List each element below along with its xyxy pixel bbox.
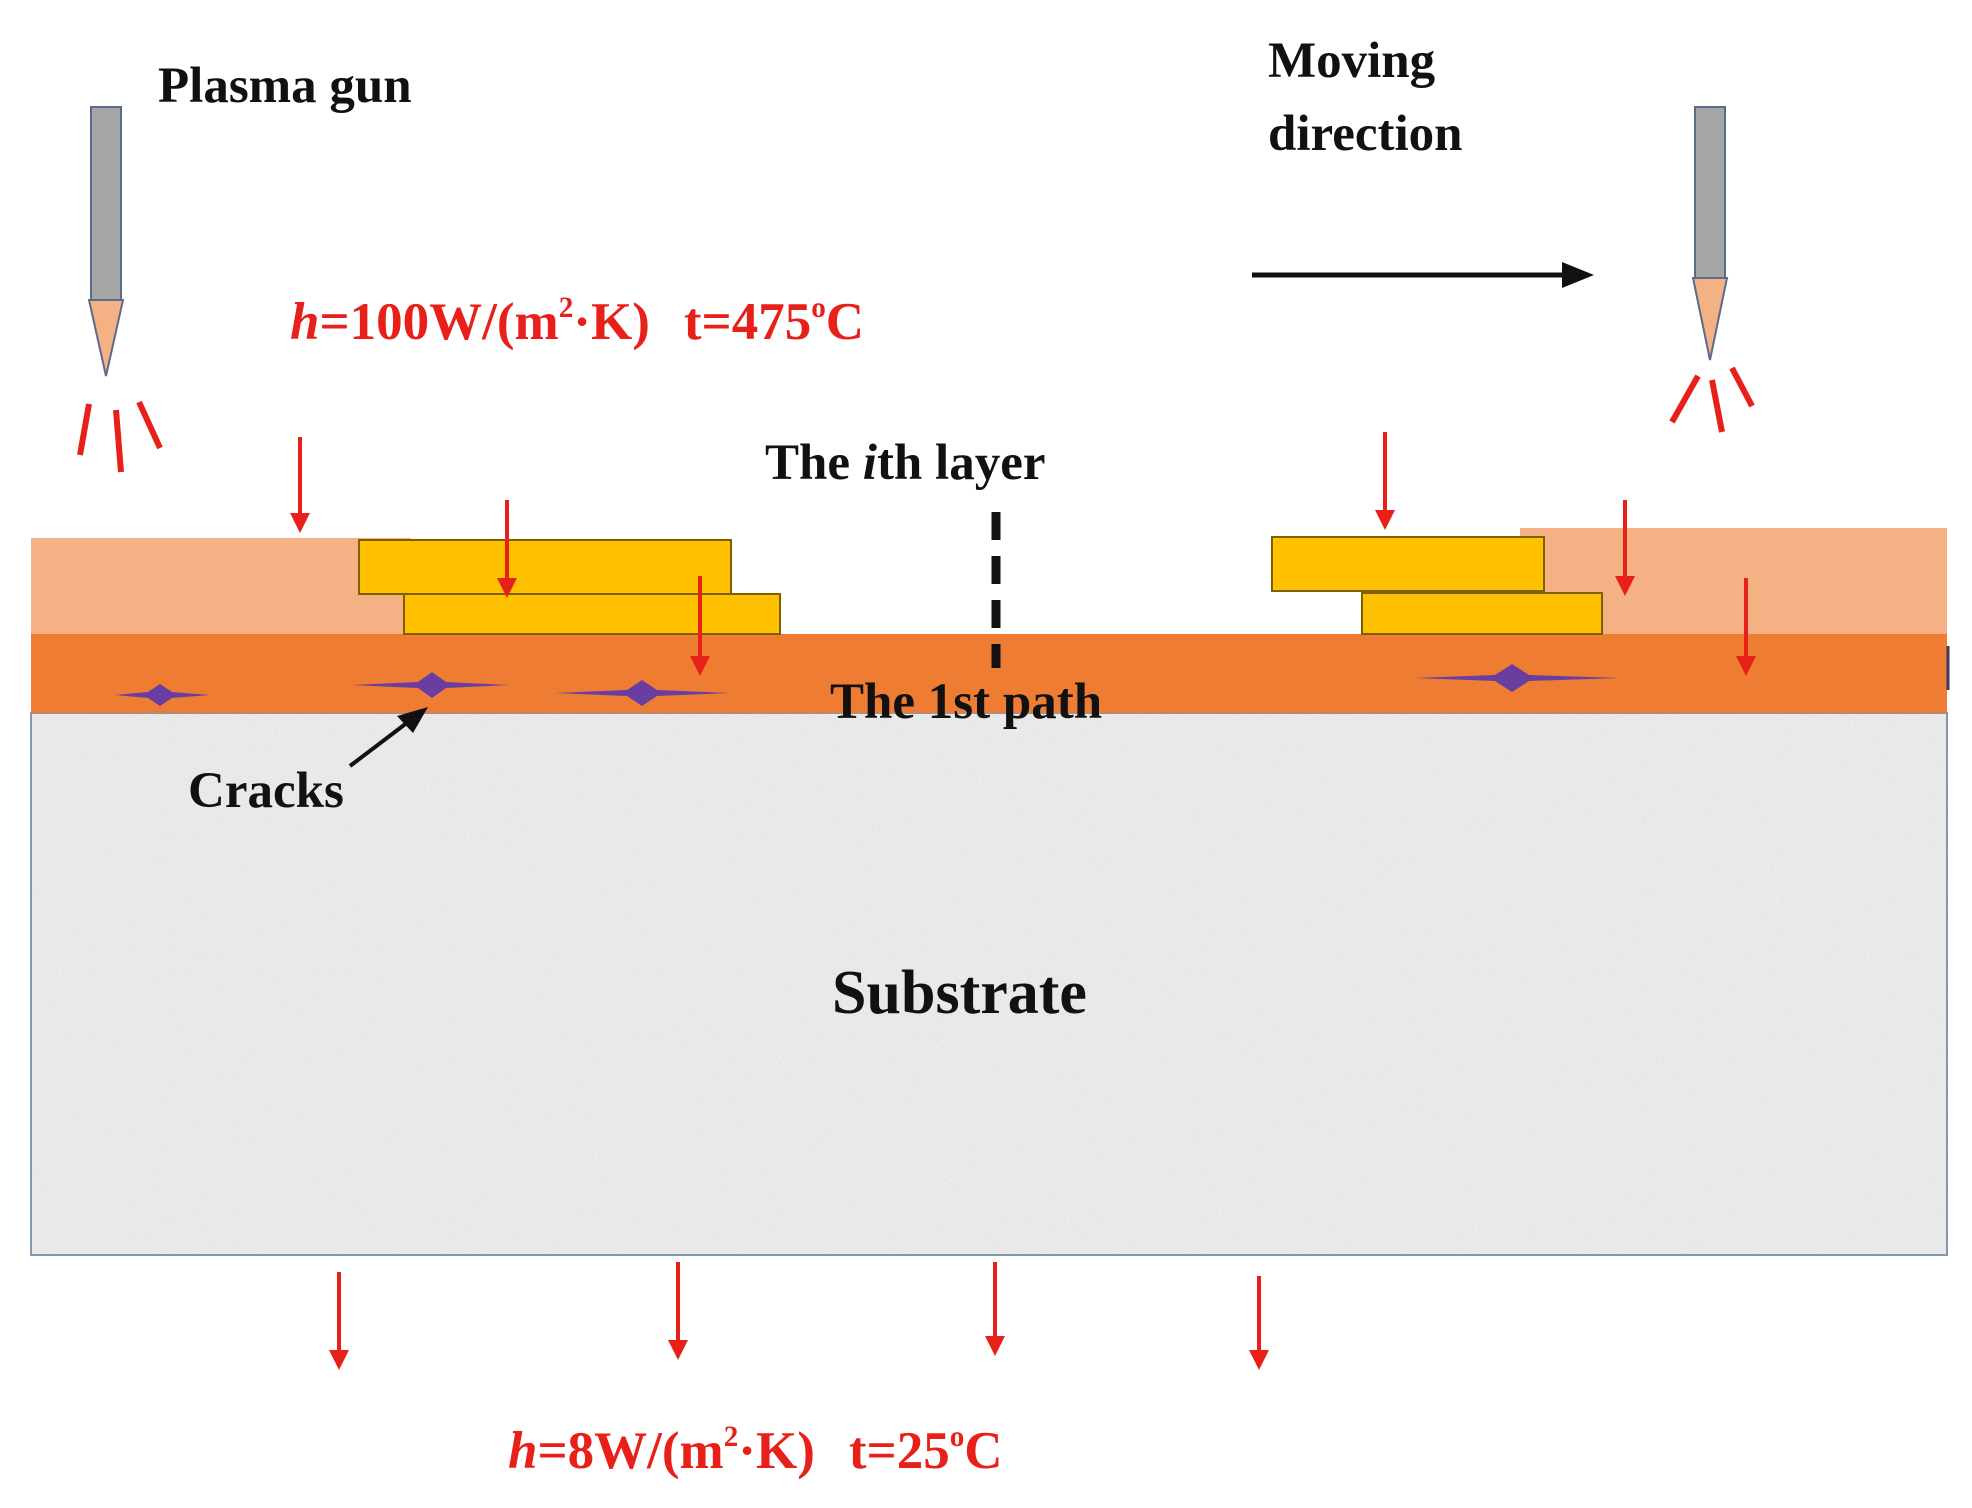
cracks-pointer-arrow — [348, 707, 428, 768]
top-temp-unit: C — [825, 293, 865, 351]
crack — [555, 680, 730, 706]
substrate-block — [30, 712, 1948, 1256]
heat-flux-arrow — [1375, 432, 1395, 530]
ith-layer-label: The ith layer — [765, 438, 1046, 489]
heat-flux-arrow — [985, 1262, 1005, 1356]
ith-layer-italic: i — [862, 435, 877, 491]
top-boundary-condition: h=100W/(m2·K) t=475oC — [290, 293, 865, 351]
cracks-group — [115, 664, 1620, 706]
ith-layer-left — [31, 538, 411, 634]
top-temperature: t=475 — [683, 293, 812, 351]
bottom-temp-unit: C — [964, 1422, 1003, 1480]
heat-flux-arrow — [668, 1262, 688, 1360]
top-h-value: =100W/(m — [319, 293, 559, 351]
crack — [1415, 664, 1620, 692]
moving-direction-label-line2: direction — [1268, 106, 1463, 162]
splat — [403, 593, 781, 635]
bottom-boundary-condition: h=8W/(m2·K) t=25oC — [508, 1422, 1003, 1480]
plasma-gun-label: Plasma gun — [158, 58, 412, 114]
ith-layer-prefix: The — [765, 435, 863, 491]
heat-flux-arrow — [690, 576, 710, 676]
top-degree: o — [811, 292, 826, 325]
heat-flux-arrow — [1249, 1276, 1269, 1370]
top-h-symbol: h — [290, 293, 320, 351]
bottom-h-symbol: h — [508, 1422, 538, 1480]
top-h-unit: ·K) — [573, 293, 650, 351]
splats-right — [1271, 536, 1603, 635]
crack — [115, 684, 210, 706]
substrate-label: Substrate — [832, 959, 1087, 1027]
first-path-label: The 1st path — [830, 674, 1103, 730]
heat-flux-arrow — [1736, 578, 1756, 676]
heat-flux-arrow — [329, 1272, 349, 1370]
bottom-h-value: =8W/(m — [537, 1422, 724, 1480]
splat — [358, 539, 732, 595]
heat-flux-arrow — [290, 437, 310, 533]
splat — [1361, 592, 1603, 635]
crack — [352, 672, 510, 698]
first-path-layer — [31, 634, 1947, 713]
splats-left — [358, 539, 781, 635]
moving-direction-label-line1: Moving — [1268, 33, 1436, 89]
bottom-h-exponent: 2 — [723, 1421, 739, 1454]
plasma-gun-right — [1669, 106, 1755, 433]
moving-direction-arrow — [1252, 262, 1594, 288]
heat-flux-arrow — [1615, 500, 1635, 596]
heat-flux-arrow — [497, 500, 517, 598]
cracks-label: Cracks — [188, 763, 344, 819]
bottom-h-unit: ·K) — [738, 1422, 815, 1480]
ith-layer-suffix: th layer — [876, 435, 1046, 491]
bottom-temperature: t=25 — [848, 1422, 950, 1480]
bottom-degree: o — [949, 1421, 965, 1454]
plasma-gun-left — [77, 106, 163, 473]
top-h-exponent: 2 — [558, 292, 574, 325]
splat — [1271, 536, 1545, 592]
heat-flux-arrows — [290, 432, 1756, 1370]
